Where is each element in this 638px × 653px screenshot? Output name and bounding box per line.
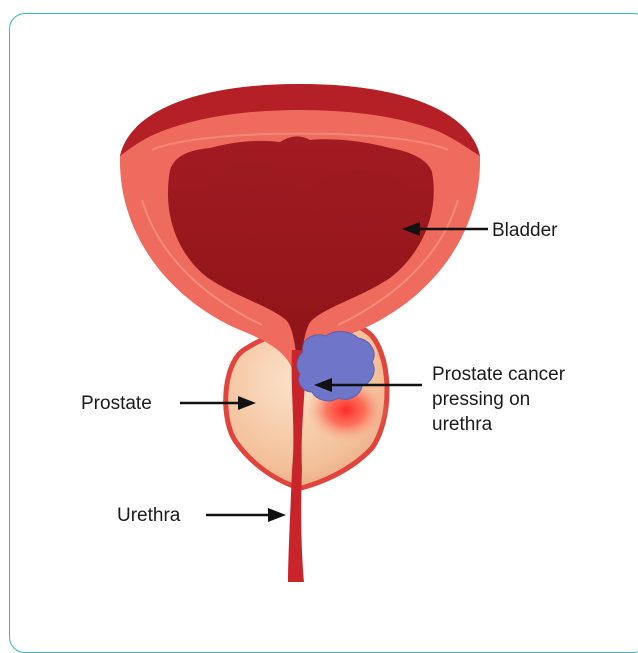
- anatomy-diagram: [0, 0, 638, 635]
- label-prostate: Prostate: [81, 391, 152, 416]
- label-prostate-cancer: Prostate cancer pressing on urethra: [432, 362, 632, 437]
- label-bladder: Bladder: [492, 218, 558, 243]
- label-urethra: Urethra: [117, 503, 180, 528]
- arrow-urethra: [206, 508, 286, 522]
- bladder: [120, 84, 480, 368]
- bladder-cavity: [168, 136, 434, 352]
